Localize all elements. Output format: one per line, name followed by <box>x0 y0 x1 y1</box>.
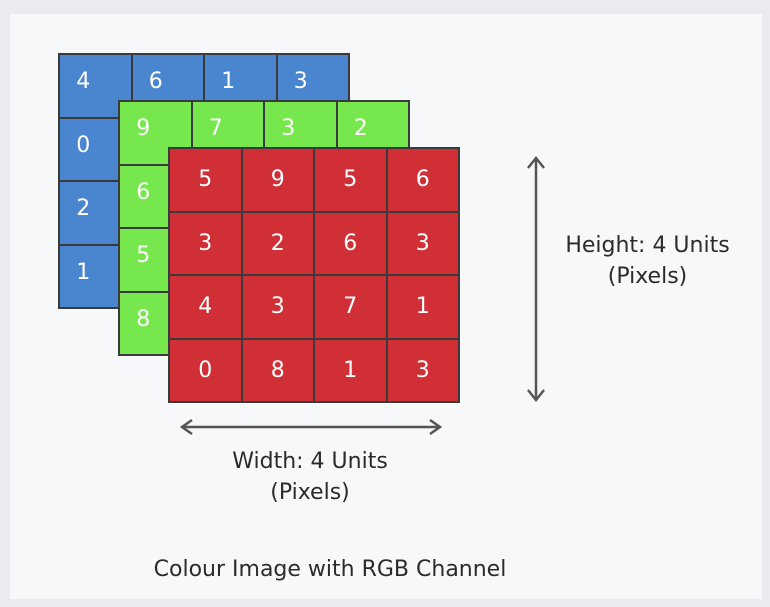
red-cell: 5 <box>315 149 386 211</box>
red-cell-value: 5 <box>343 167 358 193</box>
red-cell-value: 3 <box>270 294 285 320</box>
red-cell: 6 <box>315 212 386 274</box>
red-cell: 0 <box>170 339 241 401</box>
red-cell-value: 2 <box>270 230 285 256</box>
caption: Colour Image with RGB Channel <box>153 557 507 582</box>
red-cell: 1 <box>387 276 458 338</box>
red-cell: 3 <box>387 212 458 274</box>
red-cell-value: 0 <box>198 357 213 383</box>
red-cell: 2 <box>242 212 313 274</box>
red-cell: 9 <box>242 149 313 211</box>
red-cell: 7 <box>315 276 386 338</box>
red-cell-value: 1 <box>415 294 430 320</box>
red-cell-value: 9 <box>270 167 285 193</box>
red-cell-value: 1 <box>343 357 358 383</box>
green-cell-value: 8 <box>136 306 151 332</box>
red-cell: 5 <box>170 149 241 211</box>
red-cell-value: 3 <box>415 357 430 383</box>
blue-cell-value: 0 <box>76 132 91 158</box>
red-cell: 4 <box>170 276 241 338</box>
red-cell-value: 8 <box>270 357 285 383</box>
red-cell: 3 <box>387 339 458 401</box>
blue-cell-value: 2 <box>76 196 91 222</box>
blue-cell-value: 3 <box>293 69 308 95</box>
width-label-line2: (Pixels) <box>270 480 350 505</box>
red-cell-value: 7 <box>343 294 358 320</box>
width-label: Width: 4 Units (Pixels) <box>160 446 460 508</box>
red-cell: 8 <box>242 339 313 401</box>
width-arrow-icon <box>179 418 443 436</box>
green-cell-value: 6 <box>136 179 151 205</box>
height-label: Height: 4 Units (Pixels) <box>540 230 755 292</box>
red-cell-value: 6 <box>415 167 430 193</box>
green-cell-value: 2 <box>353 116 368 142</box>
height-arrow-icon <box>527 155 545 403</box>
diagram-canvas: 4 6 1 3 0 2 1 9 7 3 2 6 5 8 5 9 5 6 3 2 6 3 4 3 7 1 0 8 1 3 Height:… <box>10 14 762 599</box>
green-cell-value: 5 <box>136 243 151 269</box>
red-cell: 1 <box>315 339 386 401</box>
blue-cell-value: 1 <box>76 259 91 285</box>
green-cell-value: 3 <box>281 116 296 142</box>
blue-cell-value: 6 <box>148 69 163 95</box>
red-cell: 3 <box>242 276 313 338</box>
red-cell: 6 <box>387 149 458 211</box>
green-cell-value: 7 <box>208 116 223 142</box>
red-cell-value: 3 <box>415 230 430 256</box>
red-cell-value: 3 <box>198 230 213 256</box>
red-cell-value: 4 <box>198 294 213 320</box>
red-cell: 3 <box>170 212 241 274</box>
blue-cell-value: 1 <box>221 69 236 95</box>
blue-cell-value: 4 <box>76 69 91 95</box>
red-cell-value: 6 <box>343 230 358 256</box>
green-cell-value: 9 <box>136 116 151 142</box>
red-channel-grid: 5 9 5 6 3 2 6 3 4 3 7 1 0 8 1 3 <box>168 147 460 403</box>
height-label-line1: Height: 4 Units <box>565 233 730 258</box>
red-cell-value: 5 <box>198 167 213 193</box>
height-label-line2: (Pixels) <box>607 264 688 289</box>
width-label-line1: Width: 4 Units <box>232 449 388 474</box>
